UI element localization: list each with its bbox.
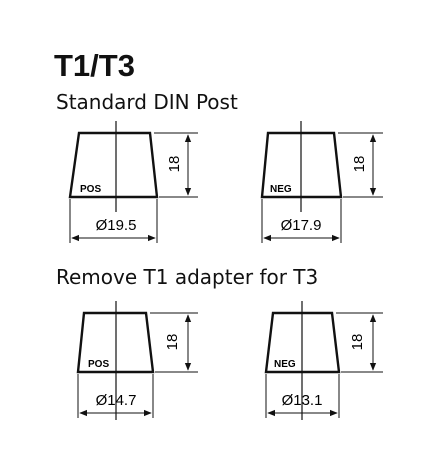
polarity-label: NEG — [270, 184, 292, 195]
section-title-adapter: Remove T1 adapter for T3 — [56, 265, 319, 289]
diameter-label: Ø14.7 — [96, 392, 137, 409]
polarity-label: NEG — [274, 359, 296, 370]
page-title: T1/T3 — [54, 48, 135, 83]
diameter-label: Ø13.1 — [282, 392, 323, 409]
section-title-standard: Standard DIN Post — [56, 90, 238, 114]
polarity-label: POS — [88, 359, 109, 370]
post-t3-neg: 18 Ø13.1 NEG — [264, 301, 383, 420]
post-outline — [264, 311, 341, 374]
diameter-label: Ø17.9 — [281, 217, 322, 234]
post-outline — [68, 131, 159, 199]
post-standard-neg: 18 Ø17.9 NEG — [260, 121, 383, 243]
post-outline — [76, 311, 155, 374]
polarity-label: POS — [80, 184, 101, 195]
post-standard-pos: 18 Ø19.5 POS — [68, 121, 198, 243]
post-t3-pos: 18 Ø14.7 POS — [76, 301, 198, 420]
post-outline — [260, 131, 343, 199]
height-label: 18 — [166, 156, 183, 173]
height-label: 18 — [351, 156, 368, 173]
diameter-label: Ø19.5 — [96, 217, 137, 234]
height-label: 18 — [164, 334, 181, 351]
height-label: 18 — [349, 334, 366, 351]
